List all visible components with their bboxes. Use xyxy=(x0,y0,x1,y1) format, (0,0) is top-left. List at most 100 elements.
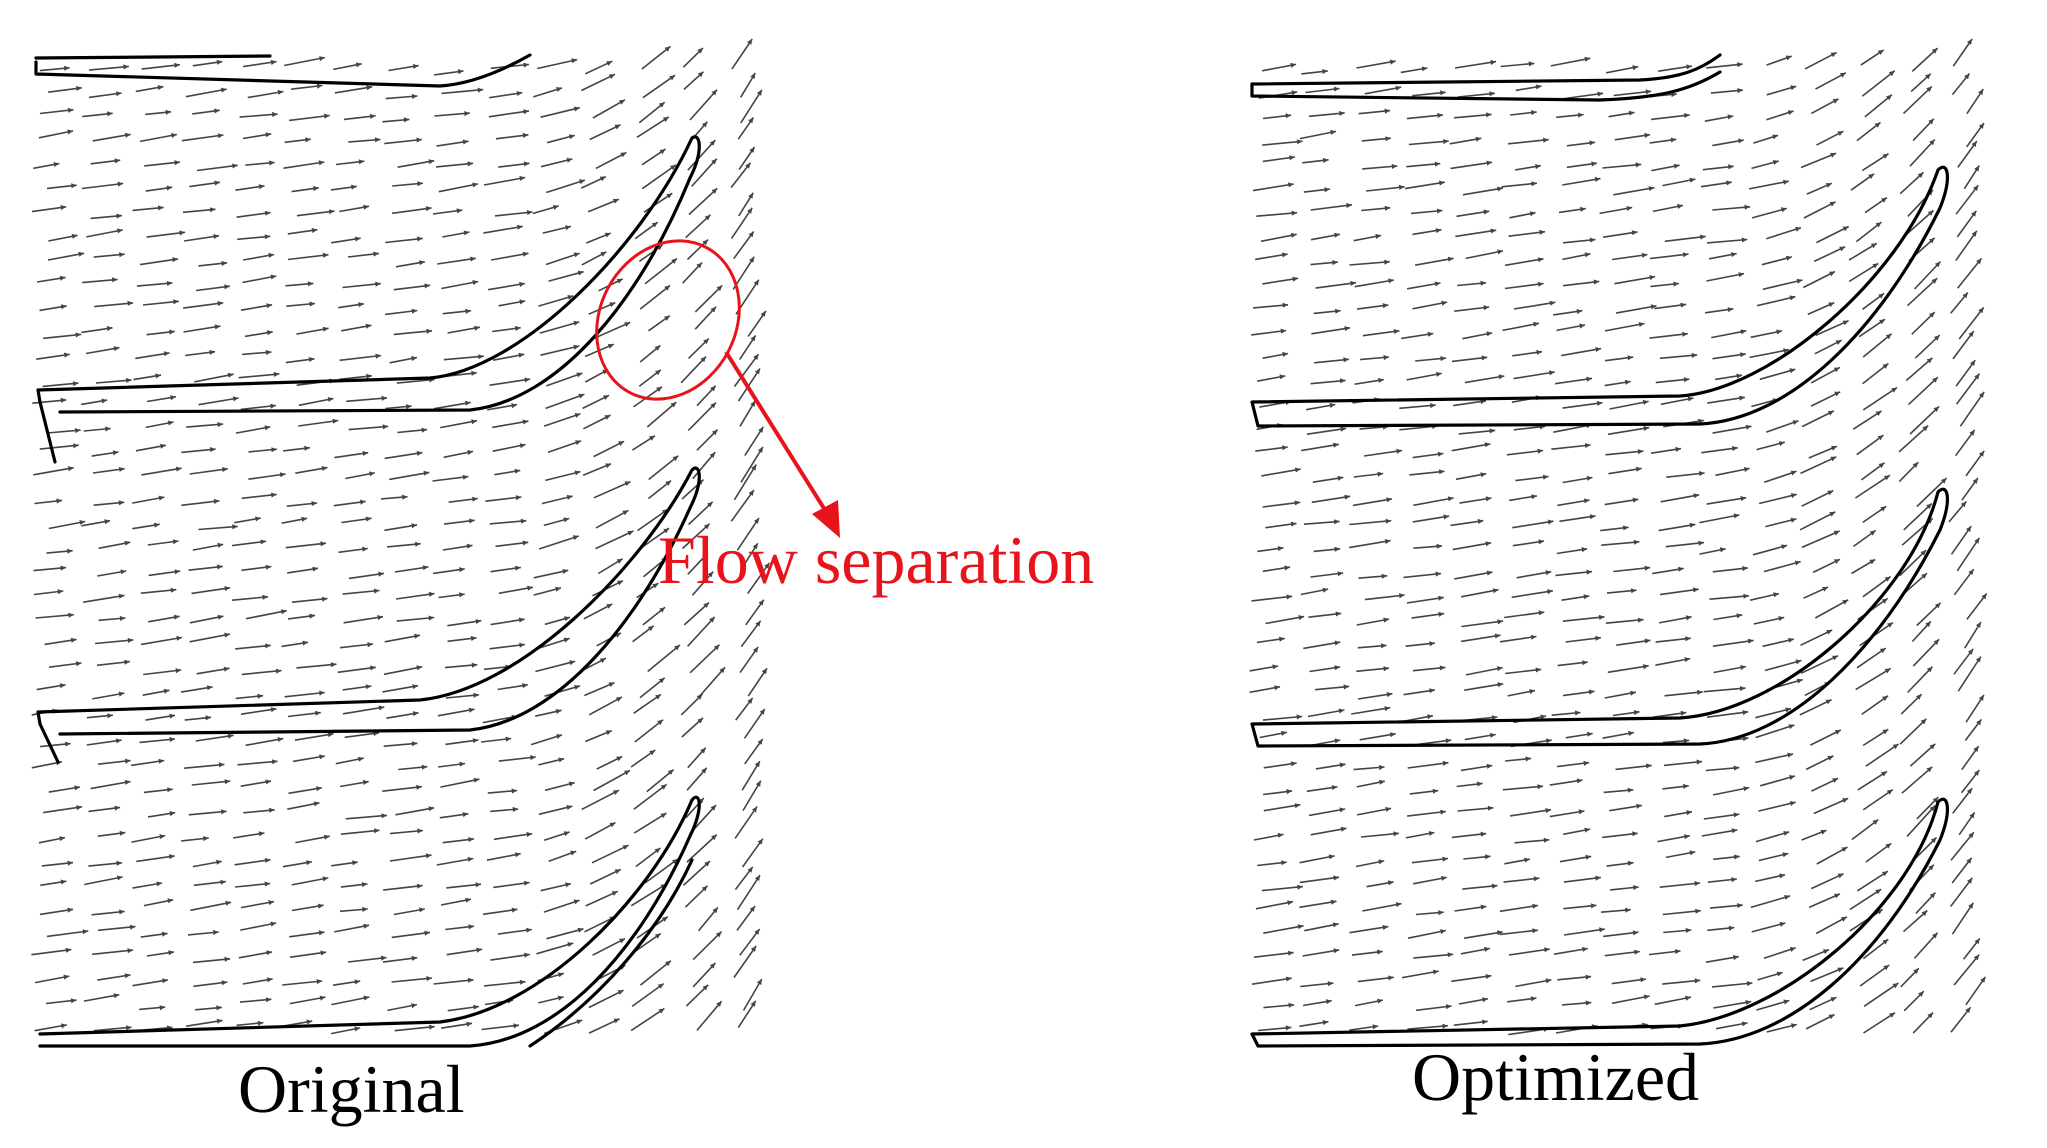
velocity-vector-head xyxy=(709,140,716,146)
velocity-vector-head xyxy=(1784,895,1791,900)
velocity-vector xyxy=(489,643,525,650)
velocity-vector xyxy=(1504,282,1544,290)
velocity-vector-head xyxy=(524,952,530,958)
velocity-vector xyxy=(1265,615,1305,625)
velocity-vector-head xyxy=(1684,113,1690,118)
velocity-vector-head xyxy=(424,283,431,289)
velocity-vector xyxy=(1713,665,1747,674)
velocity-vector-head xyxy=(519,175,526,181)
velocity-vector-head xyxy=(564,616,570,622)
velocity-vector-head xyxy=(275,668,282,674)
velocity-vector xyxy=(1406,596,1444,604)
velocity-vector-head xyxy=(1290,232,1297,238)
velocity-vector-head xyxy=(697,71,704,78)
velocity-vector-head xyxy=(1683,783,1689,789)
velocity-vector xyxy=(1965,976,1987,1006)
velocity-vector xyxy=(481,1024,520,1031)
velocity-vector-head xyxy=(1435,571,1442,577)
velocity-vector-head xyxy=(1885,843,1892,849)
velocity-vector xyxy=(1912,638,1940,667)
velocity-vector xyxy=(1501,182,1537,188)
velocity-vector xyxy=(1662,178,1696,187)
velocity-vector xyxy=(238,373,280,379)
velocity-vector-head xyxy=(462,139,469,145)
velocity-vector-head xyxy=(1837,131,1844,136)
velocity-vector-head xyxy=(366,373,372,379)
velocity-vector-head xyxy=(1286,594,1293,600)
velocity-vector-head xyxy=(1680,302,1687,308)
velocity-vector-head xyxy=(1443,139,1449,145)
velocity-vector-head xyxy=(527,585,533,591)
velocity-vector-head xyxy=(60,205,67,211)
velocity-vector xyxy=(1654,996,1692,1006)
velocity-vector-head xyxy=(1324,187,1330,193)
velocity-vector xyxy=(1507,138,1549,145)
velocity-vector xyxy=(348,425,389,431)
velocity-vector-head xyxy=(1692,587,1699,593)
velocity-vector xyxy=(1461,588,1499,598)
velocity-vector xyxy=(1362,902,1402,912)
velocity-vector-head xyxy=(414,633,420,639)
velocity-vector-head xyxy=(711,834,717,841)
velocity-vector-head xyxy=(402,494,408,500)
velocity-vector-head xyxy=(304,445,310,451)
velocity-vector xyxy=(1562,401,1603,409)
velocity-vector xyxy=(1253,951,1294,958)
velocity-vector-head xyxy=(116,860,122,866)
velocity-vector-head xyxy=(1285,976,1292,982)
velocity-vector-head xyxy=(764,562,770,569)
velocity-vector-head xyxy=(167,898,174,904)
velocity-vector xyxy=(1463,931,1503,939)
velocity-vector-head xyxy=(1393,329,1400,334)
velocity-vector-head xyxy=(566,494,573,500)
velocity-vector xyxy=(1499,904,1539,913)
velocity-vector-head xyxy=(428,615,435,621)
velocity-vector-head xyxy=(1790,1023,1797,1029)
velocity-vector xyxy=(689,89,718,121)
velocity-vector-head xyxy=(1787,110,1794,116)
velocity-vector xyxy=(1262,140,1303,146)
velocity-vector-head xyxy=(213,929,219,935)
velocity-vector-head xyxy=(378,705,385,711)
velocity-vector-head xyxy=(1434,161,1441,167)
velocity-vector xyxy=(1756,295,1796,307)
velocity-vector-head xyxy=(619,938,625,944)
velocity-vector xyxy=(331,996,370,1006)
velocity-vector-head xyxy=(1683,377,1690,383)
velocity-vector xyxy=(1304,923,1339,932)
velocity-vector-head xyxy=(1487,805,1494,811)
velocity-vector xyxy=(688,187,718,216)
velocity-vector xyxy=(1602,832,1638,839)
velocity-vector-head xyxy=(1482,1019,1488,1025)
velocity-vector xyxy=(1508,948,1550,956)
velocity-vector-head xyxy=(1974,938,1980,945)
velocity-vector-head xyxy=(1294,467,1301,473)
velocity-vector-head xyxy=(1535,84,1542,90)
velocity-vector-head xyxy=(169,811,176,817)
velocity-vector-head xyxy=(232,396,239,402)
velocity-vector-head xyxy=(1883,965,1890,971)
velocity-vector-head xyxy=(1580,206,1586,212)
velocity-vector xyxy=(1416,1005,1452,1012)
velocity-vector-head xyxy=(1333,442,1339,448)
velocity-vector-head xyxy=(664,315,670,321)
velocity-vector xyxy=(143,669,182,676)
velocity-vector xyxy=(248,473,286,480)
velocity-vector xyxy=(348,572,385,580)
velocity-vector-head xyxy=(672,455,679,462)
velocity-vector xyxy=(1454,113,1492,119)
velocity-vector-head xyxy=(1742,710,1749,716)
velocity-vector-head xyxy=(1837,967,1844,973)
separation-region-ellipse xyxy=(595,239,741,401)
velocity-vector xyxy=(289,951,327,958)
velocity-vector xyxy=(1703,687,1746,693)
velocity-vector xyxy=(1399,404,1436,410)
velocity-vector-head xyxy=(307,281,314,287)
velocity-vector xyxy=(1260,233,1297,243)
velocity-vector-head xyxy=(1585,1000,1592,1006)
velocity-vector-head xyxy=(1691,352,1698,358)
velocity-vector xyxy=(736,517,760,551)
velocity-vector-head xyxy=(1929,237,1935,244)
velocity-vector-head xyxy=(422,565,429,571)
velocity-vector-head xyxy=(1334,640,1341,646)
